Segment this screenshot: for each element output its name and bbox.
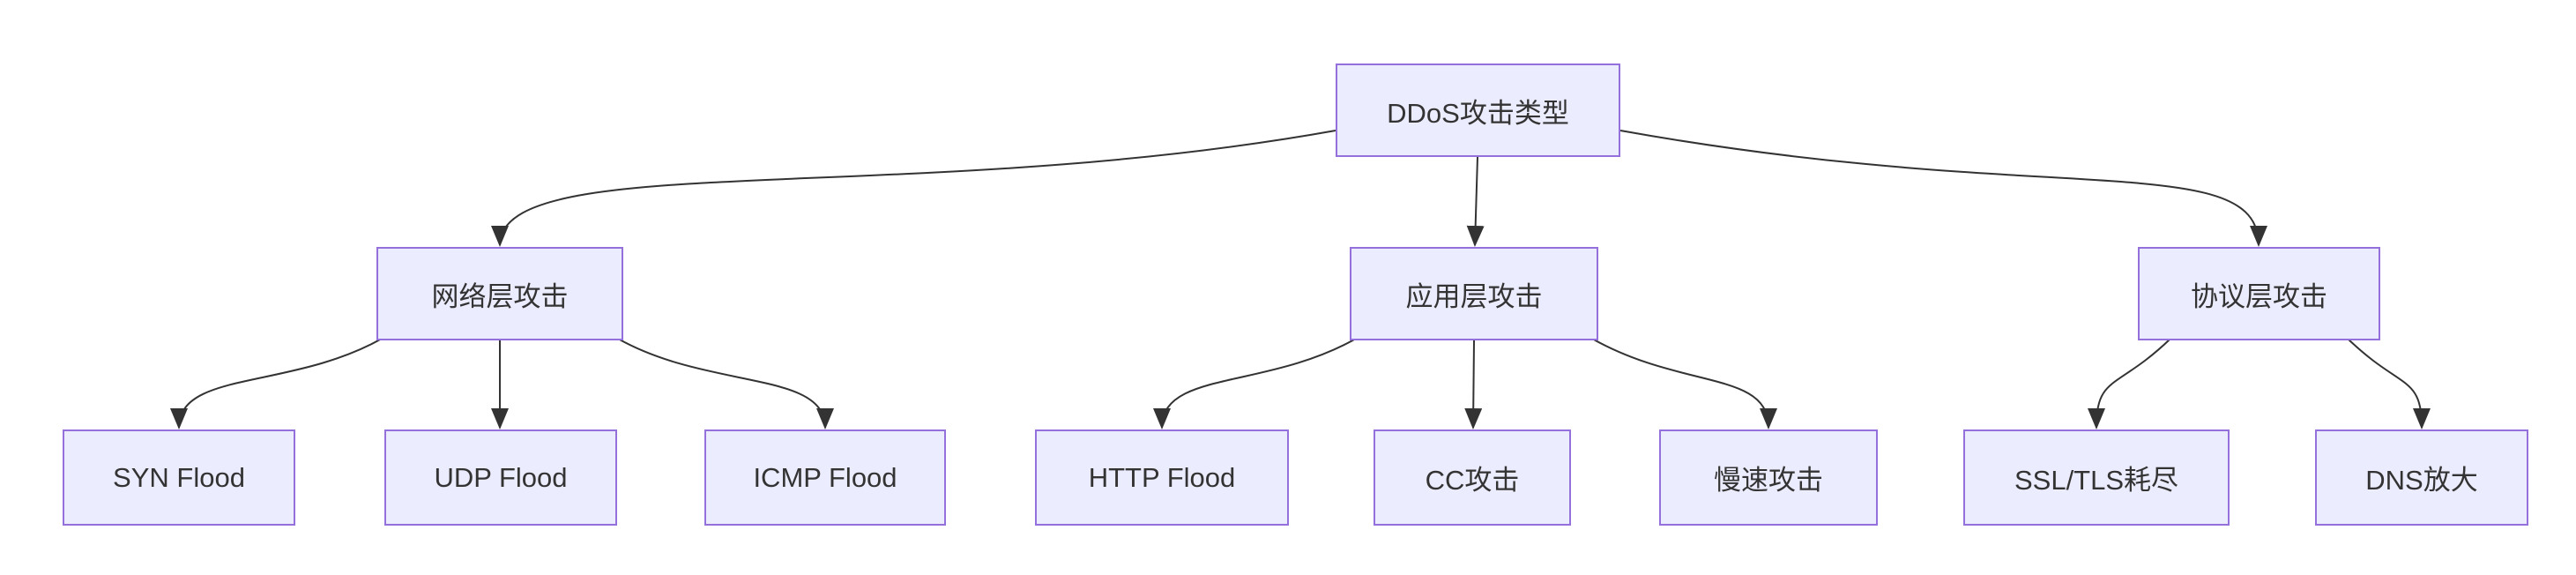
node-label-root: DDoS攻击类型 bbox=[1387, 97, 1569, 129]
node-network-layer-attack: 网络层攻击 bbox=[376, 247, 623, 340]
node-label-protocol: 协议层攻击 bbox=[2191, 280, 2327, 312]
node-label-udp: UDP Flood bbox=[434, 461, 568, 493]
edge-app-http bbox=[1153, 338, 1357, 429]
edge-root-protocol bbox=[1619, 130, 2267, 247]
node-label-app: 应用层攻击 bbox=[1405, 280, 1543, 312]
node-http-flood: HTTP Flood bbox=[1035, 429, 1289, 526]
edge-network-syn bbox=[170, 338, 383, 429]
edge-app-slow bbox=[1591, 338, 1777, 429]
node-udp-flood: UDP Flood bbox=[384, 429, 617, 526]
node-protocol-layer-attack: 协议层攻击 bbox=[2138, 247, 2380, 340]
edge-root-network bbox=[491, 130, 1336, 247]
node-slow-attack: 慢速攻击 bbox=[1659, 429, 1878, 526]
node-cc-attack: CC攻击 bbox=[1374, 429, 1571, 526]
node-label-icmp: ICMP Flood bbox=[753, 461, 897, 493]
node-application-layer-attack: 应用层攻击 bbox=[1350, 247, 1598, 340]
node-label-network: 网络层攻击 bbox=[431, 280, 569, 312]
node-syn-flood: SYN Flood bbox=[63, 429, 295, 526]
node-label-syn: SYN Flood bbox=[113, 461, 245, 493]
edge-network-icmp bbox=[617, 338, 834, 429]
node-ddos-attack-types: DDoS攻击类型 bbox=[1336, 63, 1620, 157]
edge-protocol-ssl bbox=[2088, 338, 2171, 429]
node-label-cc: CC攻击 bbox=[1425, 465, 1520, 496]
node-ssl-tls-exhaustion: SSL/TLS耗尽 bbox=[1963, 429, 2230, 526]
node-label-dns: DNS放大 bbox=[2365, 465, 2478, 496]
node-label-ssl: SSL/TLS耗尽 bbox=[2014, 465, 2179, 496]
node-icmp-flood: ICMP Flood bbox=[704, 429, 946, 526]
edge-app-cc bbox=[1464, 340, 1483, 429]
node-dns-amplification: DNS放大 bbox=[2315, 429, 2528, 526]
node-label-http: HTTP Flood bbox=[1088, 461, 1236, 493]
edge-root-app bbox=[1466, 156, 1485, 247]
edge-protocol-dns bbox=[2347, 338, 2431, 429]
node-label-slow: 慢速攻击 bbox=[1714, 465, 1823, 496]
